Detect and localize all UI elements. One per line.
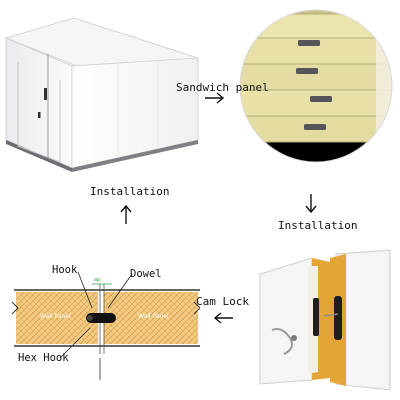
cam-lock-step-label: Cam Lock: [196, 295, 249, 308]
wall-panel-left-label: Wall Panel: [40, 313, 71, 320]
arrow-down-icon: [305, 194, 317, 214]
panel-joint-detail: ap: [11, 271, 200, 380]
sandwich-panel-illustration: [239, 9, 393, 163]
cold-room-illustration: [4, 17, 200, 172]
svg-text:ap: ap: [94, 277, 100, 283]
dowel-label: Dowel: [130, 268, 162, 280]
arrow-up-icon: [120, 204, 132, 224]
wall-panel-right-label: Wall Panel: [138, 313, 169, 320]
arrow-right-icon: [205, 92, 225, 104]
hex-hook-label: Hex Hook: [18, 352, 69, 364]
installation-step-label-left: Installation: [90, 185, 170, 198]
installation-step-label-right: Installation: [278, 219, 358, 232]
cam-lock-illustration: [259, 249, 391, 391]
hook-label: Hook: [52, 264, 78, 276]
arrow-left-icon: [213, 312, 233, 324]
sandwich-panel-step-label: Sandwich panel: [176, 81, 269, 94]
